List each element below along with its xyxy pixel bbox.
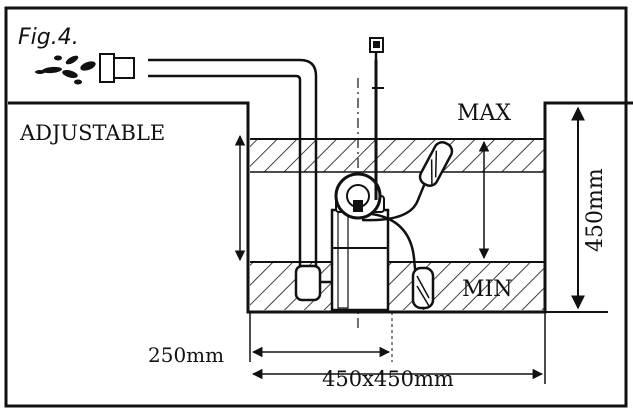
min-label: MIN [462,277,512,302]
figure-label: Fig.4. [18,25,79,50]
adjustable-label: ADJUSTABLE [19,121,165,145]
hose-coupling-nut [113,57,135,79]
figure-frame [4,6,628,408]
depth-label: 450mm [583,168,608,252]
pipe-elbow [294,264,322,302]
max-level-band [250,139,544,172]
power-cable [372,60,384,200]
plug-icon [369,37,384,62]
pit-size-label: 450x450mm [322,367,454,391]
water-spray-icon [35,55,96,85]
float-offset-label: 250mm [148,343,224,367]
hose-coupling [99,53,115,83]
discharge-pipe [148,58,318,270]
lower-float-switch [411,266,435,310]
submersible-pump [330,172,390,312]
upper-float-switch [418,141,454,187]
max-label: MAX [457,101,511,126]
ground-and-pit-outline [8,101,633,314]
